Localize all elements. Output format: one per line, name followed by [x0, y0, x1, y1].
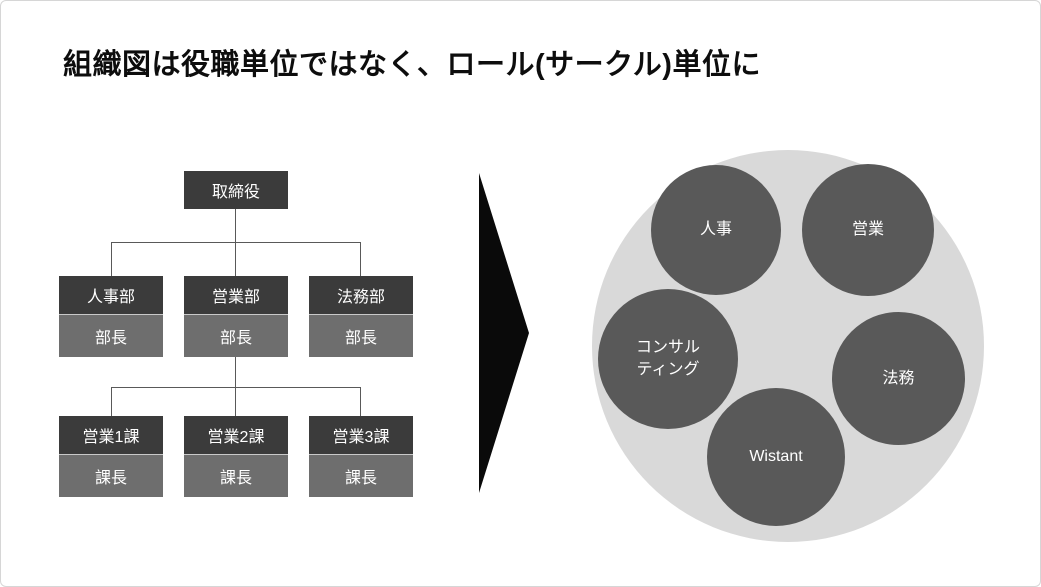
connector-line — [360, 387, 361, 416]
org-node-department: 人事部 部長 — [59, 276, 163, 357]
role-circle-sales: 営業 — [802, 164, 934, 296]
connector-line — [360, 242, 361, 276]
org-node-title: 法務部 — [309, 276, 413, 314]
org-node-title: 営業2課 — [184, 416, 288, 454]
connector-line — [235, 357, 236, 387]
org-node-role: 部長 — [309, 314, 413, 357]
org-node-role: 部長 — [184, 314, 288, 357]
org-node-role: 課長 — [309, 454, 413, 497]
org-node-title: 営業部 — [184, 276, 288, 314]
connector-line — [111, 387, 112, 416]
role-circle-legal: 法務 — [832, 312, 965, 445]
org-node-section: 営業1課 課長 — [59, 416, 163, 497]
connector-line — [111, 242, 361, 243]
arrow-right-icon — [479, 173, 529, 493]
org-node-department: 営業部 部長 — [184, 276, 288, 357]
org-node-role: 課長 — [184, 454, 288, 497]
org-node-title: 取締役 — [184, 171, 288, 209]
connector-line — [111, 387, 361, 388]
org-node-title: 営業1課 — [59, 416, 163, 454]
connector-line — [235, 387, 236, 416]
org-node-title: 営業3課 — [309, 416, 413, 454]
role-circle-hr: 人事 — [651, 165, 781, 295]
org-node-role: 部長 — [59, 314, 163, 357]
org-node-director: 取締役 — [184, 171, 288, 209]
org-node-section: 営業3課 課長 — [309, 416, 413, 497]
connector-line — [111, 242, 112, 276]
connector-line — [235, 242, 236, 276]
role-circle-consulting: コンサル ティング — [598, 289, 738, 429]
page-title: 組織図は役職単位ではなく、ロール(サークル)単位に — [63, 49, 761, 81]
connector-line — [235, 209, 236, 243]
role-circle-wistant: Wistant — [707, 388, 845, 526]
org-node-department: 法務部 部長 — [309, 276, 413, 357]
org-node-role: 課長 — [59, 454, 163, 497]
org-node-title: 人事部 — [59, 276, 163, 314]
org-node-section: 営業2課 課長 — [184, 416, 288, 497]
